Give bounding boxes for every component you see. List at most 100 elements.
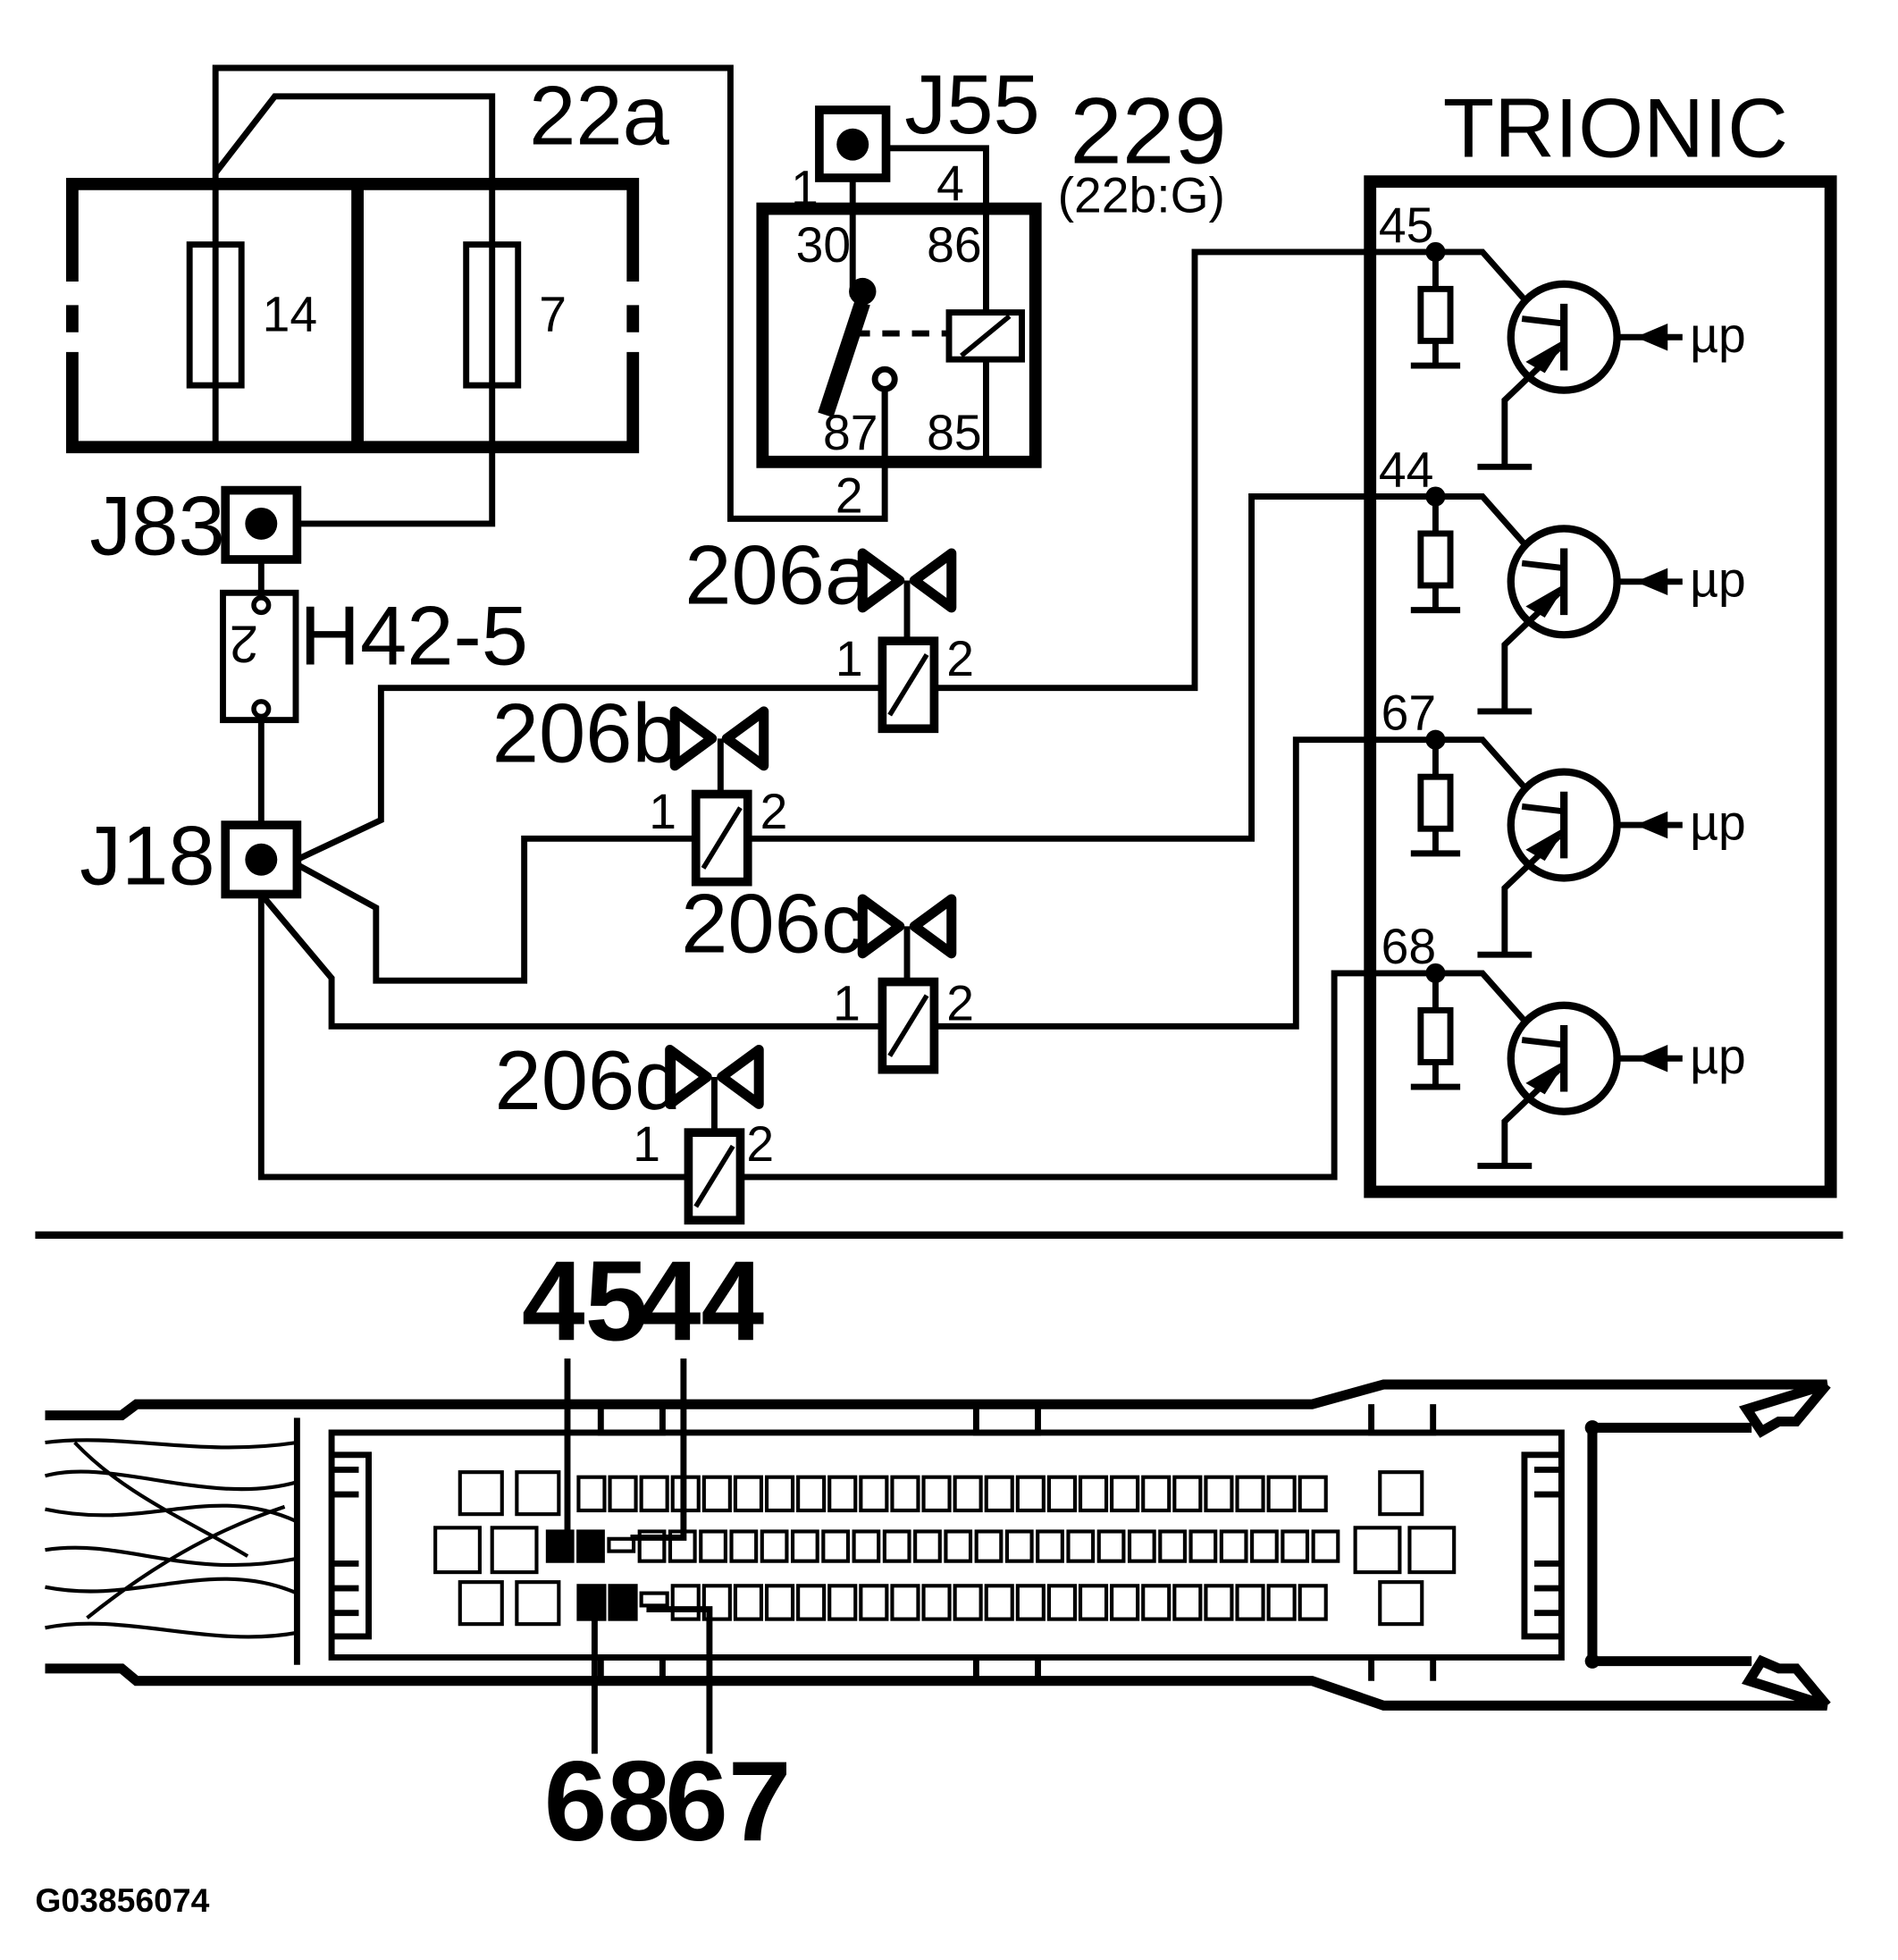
j83-label: J83 (89, 478, 224, 572)
junction-j18: J18 (80, 808, 302, 902)
ecu-driver-channel-67: 67 µp (1382, 686, 1746, 958)
connector-cavity (1266, 1584, 1297, 1621)
connector-cavity (890, 1475, 920, 1513)
connector-label-67: 67 (665, 1737, 791, 1864)
relay-pin-2: 2 (836, 467, 863, 523)
connector-cavity (1298, 1584, 1328, 1621)
injector-206b-label: 206b (492, 686, 679, 780)
connector-cavity (1172, 1475, 1203, 1513)
injector-206d-pin2: 2 (746, 1116, 774, 1172)
ecu-pin-68-label: 68 (1382, 919, 1436, 974)
connector-cavity (733, 1584, 764, 1621)
connector-cavity (1066, 1529, 1096, 1563)
junction-j55: J55 (815, 57, 1040, 182)
connector-cavity (576, 1475, 607, 1513)
ecu-input-label: µp (1690, 551, 1746, 607)
connector-cavity (490, 1526, 539, 1575)
connector-cavity (1353, 1526, 1402, 1575)
connector-cavity (913, 1529, 942, 1563)
connector-cavity (639, 1591, 669, 1608)
relay-label: 229 (1070, 79, 1226, 183)
connector-cavity (859, 1584, 889, 1621)
connector-cavity (1110, 1584, 1140, 1621)
connector-cavity (1204, 1584, 1234, 1621)
connector-cavity (1266, 1475, 1297, 1513)
injector-206d-label: 206d (494, 1033, 681, 1127)
ecu-title: TRIONIC (1443, 80, 1788, 174)
connector-cavity (515, 1470, 561, 1517)
j55-label: J55 (904, 57, 1039, 151)
connector-cavity (1204, 1475, 1234, 1513)
connector-cavity (984, 1584, 1014, 1621)
j18-label: J18 (80, 808, 214, 902)
connector-cavity (1407, 1526, 1457, 1575)
connector-cavity (1378, 1470, 1424, 1517)
ecu-driver-channel-45: 45 µp (1379, 198, 1746, 470)
fuse-14-label: 14 (263, 286, 317, 341)
connector-cavity (953, 1475, 983, 1513)
connector-pin-grid (433, 1470, 1457, 1627)
connector-cavity (852, 1529, 881, 1563)
connector-label-44: 44 (638, 1237, 765, 1364)
connector-cavity (639, 1475, 669, 1513)
connector-cavity (796, 1475, 827, 1513)
connector-h42-5: 2 H42-5 (220, 588, 528, 724)
fuse-box-22a: 22a 14 7 (65, 69, 670, 454)
connector-cavity (764, 1584, 795, 1621)
connector-cavity (1158, 1529, 1188, 1563)
connector-cavity (729, 1529, 759, 1563)
connector-cavity (1096, 1529, 1126, 1563)
relay-location-label: (22b:G) (1058, 168, 1225, 223)
connector-cavity (1046, 1475, 1078, 1513)
connector-cavity (821, 1529, 851, 1563)
connector-pin-highlight (608, 1584, 638, 1621)
connector-cavity (1127, 1529, 1156, 1563)
fuse-7-label: 7 (539, 286, 567, 341)
ecu-pin-45-label: 45 (1379, 198, 1433, 253)
connector-cavity (1188, 1529, 1218, 1563)
connector-cavity (1078, 1475, 1109, 1513)
connector-cavity (1141, 1584, 1172, 1621)
injector-206b: 206b 1 2 (492, 686, 788, 887)
connector-cavity (1219, 1529, 1248, 1563)
connector-cavity (1250, 1529, 1279, 1563)
connector-cavity (1235, 1475, 1265, 1513)
connector-cavity (760, 1529, 789, 1563)
ecu-input-label: µp (1690, 307, 1746, 363)
connector-cavity (458, 1470, 504, 1517)
connector-cavity (733, 1475, 764, 1513)
connector-cavity (859, 1475, 889, 1513)
connector-cavity (608, 1475, 638, 1513)
connector-cavity (921, 1475, 952, 1513)
injector-206b-pin2: 2 (760, 784, 788, 839)
injector-206c-label: 206c (681, 876, 863, 970)
connector-cavity (1281, 1529, 1310, 1563)
connector-cavity (921, 1584, 952, 1621)
connector-pin-highlight (545, 1529, 575, 1563)
connector-cavity (670, 1584, 701, 1621)
injector-206a-label: 206a (684, 528, 872, 622)
connector-label-45: 45 (522, 1237, 648, 1364)
injector-206a: 206a 1 2 (684, 528, 974, 734)
injector-206d-pin1: 1 (633, 1116, 660, 1172)
connector-cavity (1015, 1475, 1046, 1513)
connector-cavity (764, 1475, 795, 1513)
j18-wiring (257, 685, 886, 1181)
connector-pin-highlight (576, 1529, 605, 1563)
relay-229: 229 (22b:G) 30 86 87 85 1 4 2 (756, 79, 1227, 523)
ecu-pin-44-label: 44 (1379, 442, 1433, 497)
relay-terminal-86: 86 (927, 217, 981, 273)
connector-cavity (1015, 1584, 1046, 1621)
injector-ecu-wiring (740, 248, 1436, 1181)
ecu-connector-view: 45 44 68 67 (44, 1237, 1831, 1864)
ecu-trionic: TRIONIC (1364, 80, 1837, 1199)
connector-cavity (953, 1584, 983, 1621)
fuse-box-label: 22a (529, 69, 670, 163)
connector-cavity (827, 1475, 858, 1513)
connector-cavity (701, 1475, 732, 1513)
junction-j83: J83 (89, 478, 302, 572)
h42-label: H42-5 (299, 588, 528, 682)
connector-cavity (882, 1529, 911, 1563)
relay-terminal-85: 85 (927, 405, 981, 460)
